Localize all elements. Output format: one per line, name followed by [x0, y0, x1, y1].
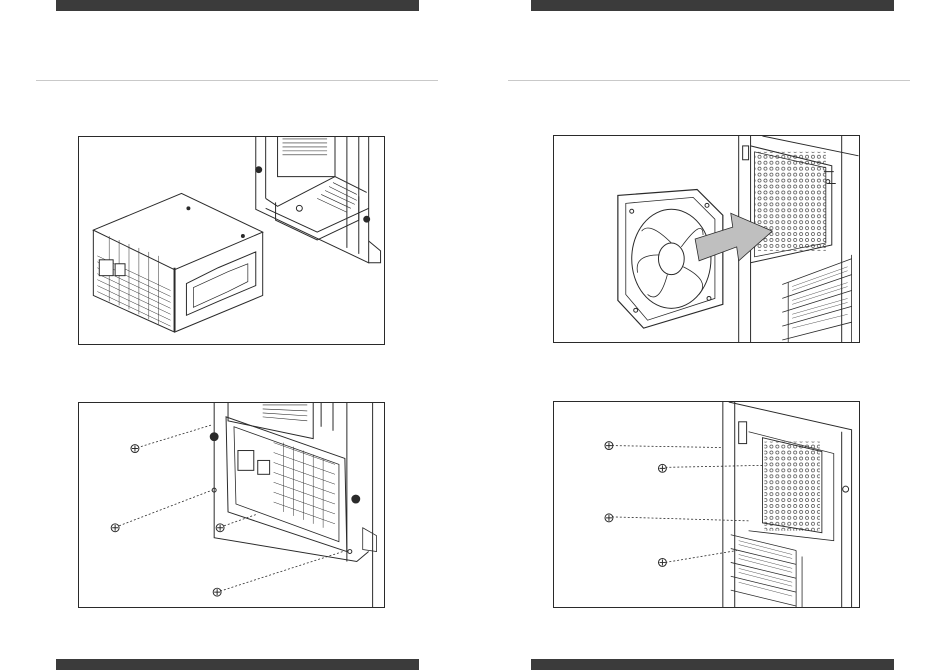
right-bottom-bar: [531, 659, 894, 670]
left-header-divider: [36, 80, 438, 81]
psu-screws-illustration: [79, 403, 384, 607]
left-bottom-bar: [56, 659, 419, 670]
fan-screws-illustration: [554, 402, 859, 607]
right-header-divider: [508, 80, 910, 81]
psu-bay-illustration: [78, 136, 385, 345]
power-supply-insert-illustration: [79, 137, 384, 344]
right-top-bar: [531, 0, 894, 11]
psu-screws-illustration: [78, 402, 385, 608]
fan-install-illustration: [554, 136, 859, 342]
left-top-bar: [56, 0, 419, 11]
fan-screws-illustration: [553, 401, 860, 608]
fan-install-illustration: [553, 135, 860, 343]
